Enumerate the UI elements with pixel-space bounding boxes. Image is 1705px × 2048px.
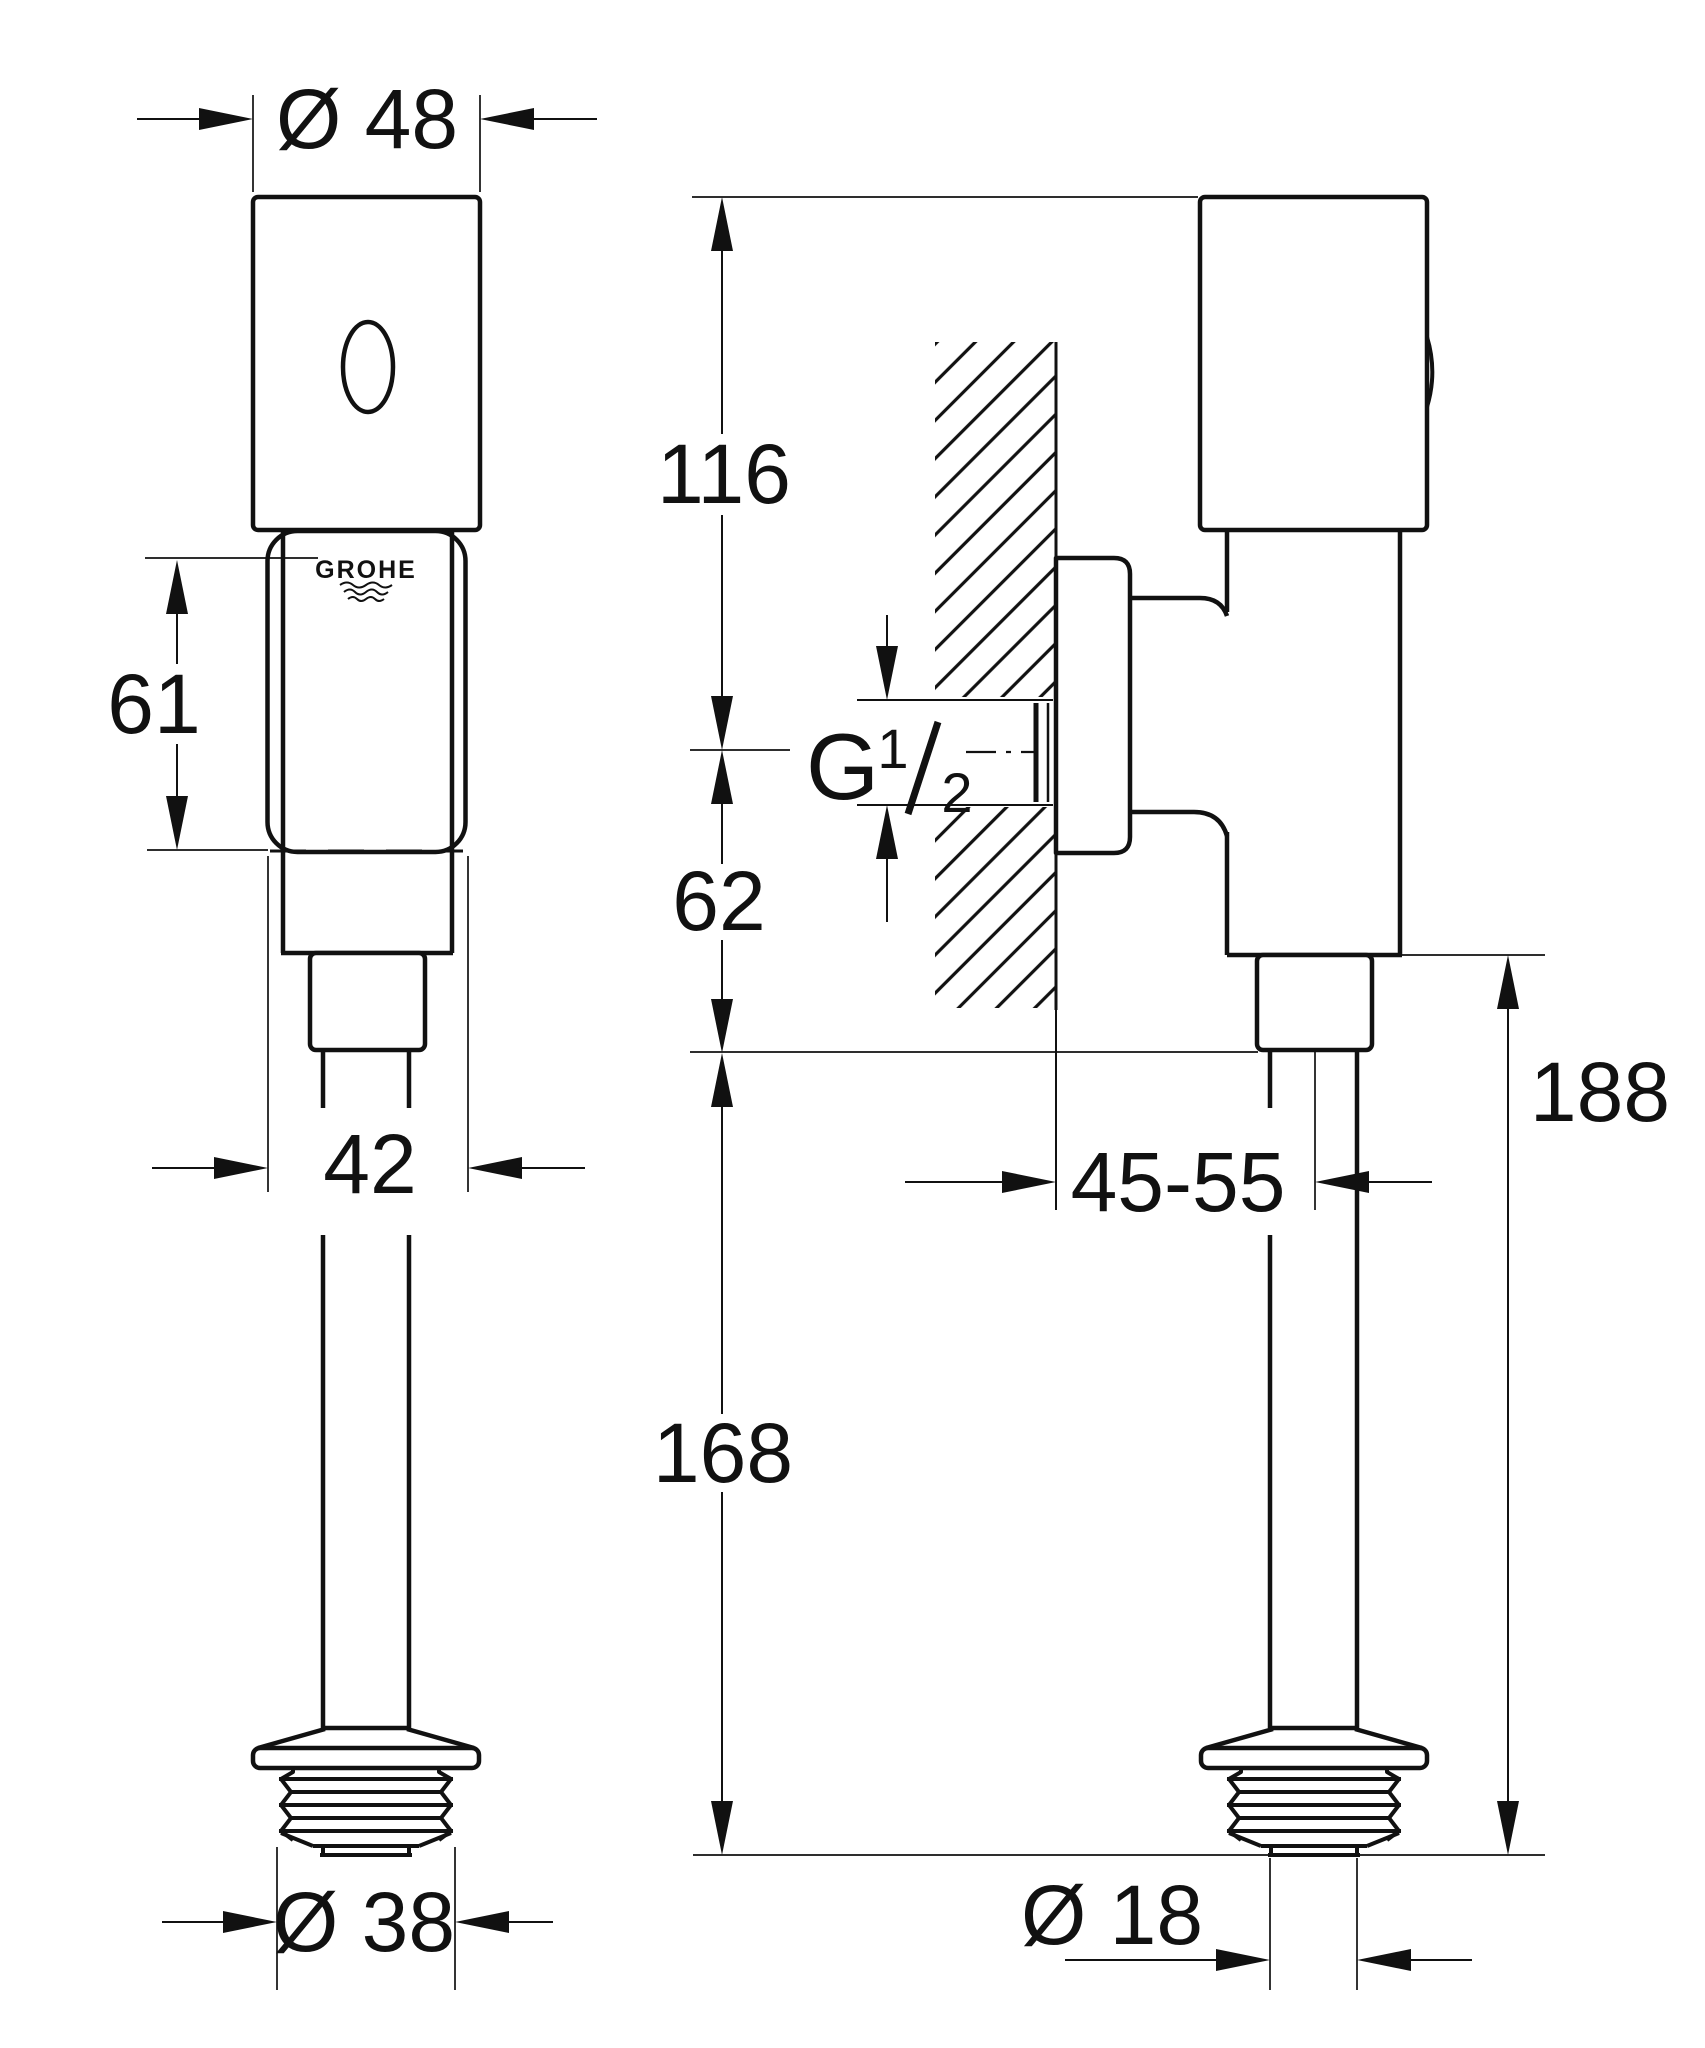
dim-label-top-to-inlet: 116	[657, 427, 791, 521]
arrow-left-icon	[1357, 1949, 1411, 1971]
arrow-up-icon	[166, 560, 188, 614]
arrow-right-icon	[199, 108, 253, 130]
inlet-nipple	[857, 699, 1053, 806]
dim-inlet-to-outlet: 62	[672, 750, 1258, 1053]
dim-body-bottom-to-pipe-end: 188	[1402, 954, 1670, 1855]
outlet-block-front	[307, 950, 428, 1053]
dim-top-to-inlet: 116	[657, 196, 1198, 751]
arrow-left-icon	[468, 1157, 522, 1179]
dim-outlet-to-pipe-end: 168	[653, 1053, 793, 1855]
dim-label-bottom-thread-diameter: Ø 38	[273, 1875, 455, 1969]
dim-label-body-width: 42	[323, 1117, 416, 1211]
arrow-left-icon	[480, 108, 534, 130]
arrow-right-icon	[223, 1911, 277, 1933]
arrow-up-icon	[1497, 955, 1519, 1009]
sensor-head-side	[1197, 194, 1430, 533]
side-view: 116 G 1 2 62 45-5	[653, 194, 1670, 1990]
dim-head-diameter: Ø 48	[137, 72, 597, 192]
dim-label-body-bottom-to-pipe-end: 188	[1530, 1045, 1670, 1139]
sensor-window-icon	[340, 319, 396, 415]
sensor-window-side-icon	[1425, 336, 1435, 408]
dim-inlet-thread: G 1 2	[806, 615, 973, 922]
arrow-right-icon	[214, 1157, 268, 1179]
dim-body-width: 42	[152, 856, 585, 1211]
arrow-up-icon	[711, 197, 733, 251]
arrow-down-icon	[711, 696, 733, 750]
dim-label-pipe-diameter: Ø 18	[1021, 1868, 1203, 1962]
flush-pipe-side	[1267, 1050, 1360, 1728]
valve-body-side	[1224, 530, 1403, 958]
brand-logo: GROHE	[315, 556, 417, 602]
thread-ridges	[279, 1768, 453, 1857]
inlet-thread-letter: G	[806, 714, 879, 819]
brand-logo-text: GROHE	[315, 556, 417, 584]
dim-body-height: 61	[107, 557, 318, 851]
threaded-connector-front	[250, 1725, 482, 1857]
dim-bottom-thread-diameter: Ø 38	[162, 1847, 553, 1990]
arrow-up-icon	[711, 750, 733, 804]
arrow-down-icon	[166, 796, 188, 850]
flush-pipe-front	[320, 1050, 412, 1728]
wall-connector	[1130, 595, 1230, 837]
dim-label-wall-to-pipe: 45-55	[1071, 1135, 1286, 1229]
arrow-down-icon	[876, 646, 898, 700]
dim-label-outlet-to-pipe-end: 168	[653, 1406, 793, 1500]
arrow-left-icon	[1315, 1171, 1369, 1193]
logo-waves-icon	[339, 581, 393, 602]
dim-wall-to-pipe: 45-55	[905, 1052, 1432, 1229]
front-view: Ø 48 GROHE 61	[107, 72, 597, 1990]
arrow-down-icon	[711, 999, 733, 1053]
arrow-up-icon	[876, 805, 898, 859]
arrow-down-icon	[711, 1801, 733, 1855]
dim-label-head-diameter: Ø 48	[276, 72, 458, 166]
arrow-down-icon	[1497, 1801, 1519, 1855]
arrow-right-icon	[1216, 1949, 1270, 1971]
wall-escutcheon	[1053, 555, 1133, 856]
arrow-up-icon	[711, 1053, 733, 1107]
body-shell-front	[265, 528, 468, 855]
inlet-thread-denominator: 2	[941, 761, 972, 824]
dim-pipe-diameter: Ø 18	[1021, 1858, 1472, 1990]
fraction-slash-icon	[904, 720, 942, 816]
dim-label-inlet-to-outlet: 62	[672, 854, 765, 948]
arrow-left-icon	[455, 1911, 509, 1933]
arrow-right-icon	[1002, 1171, 1056, 1193]
dim-label-body-height: 61	[107, 657, 200, 751]
threaded-connector-side	[1198, 1725, 1430, 1857]
wall-hatch	[935, 342, 1058, 1210]
outlet-block-side	[1254, 952, 1375, 1053]
inlet-thread-numerator: 1	[877, 717, 908, 780]
